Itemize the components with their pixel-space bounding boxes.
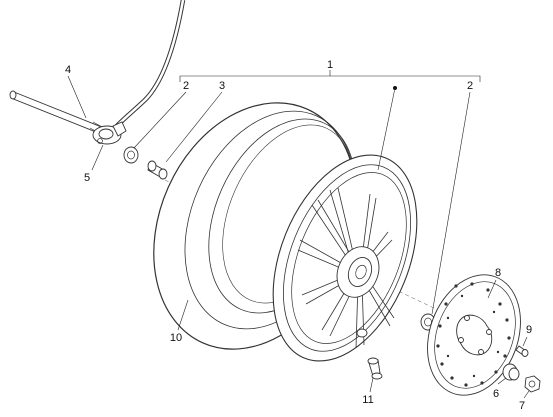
disc-bolt (515, 345, 529, 357)
bearing-left (123, 146, 139, 164)
spacer-washer (502, 363, 520, 381)
callout-7: 7 (519, 400, 525, 412)
callout-1: 1 (327, 59, 333, 71)
callout-5: 5 (84, 172, 90, 184)
axle-nut (524, 375, 541, 393)
callout-10: 10 (170, 332, 182, 344)
callout-2-left: 2 (183, 80, 189, 92)
callout-11: 11 (362, 394, 373, 406)
callout-4: 4 (65, 64, 71, 76)
callout-9: 9 (526, 324, 532, 336)
callout-6: 6 (493, 388, 499, 400)
speedometer-cable (111, 0, 186, 132)
callout-labels: 1 2 3 2 4 5 8 9 6 7 10 11 (65, 59, 532, 412)
callout-8: 8 (495, 267, 501, 279)
spacer (147, 160, 168, 180)
callout-2-right: 2 (467, 80, 473, 92)
callout-3: 3 (219, 80, 225, 92)
wheel-rim (272, 154, 418, 362)
tyre-valve (367, 357, 383, 380)
speedometer-drive (92, 121, 127, 145)
brake-disc (427, 274, 521, 396)
disc-holes (436, 282, 511, 387)
wheel-axle (9, 90, 105, 135)
leader-lines (67, 70, 530, 399)
